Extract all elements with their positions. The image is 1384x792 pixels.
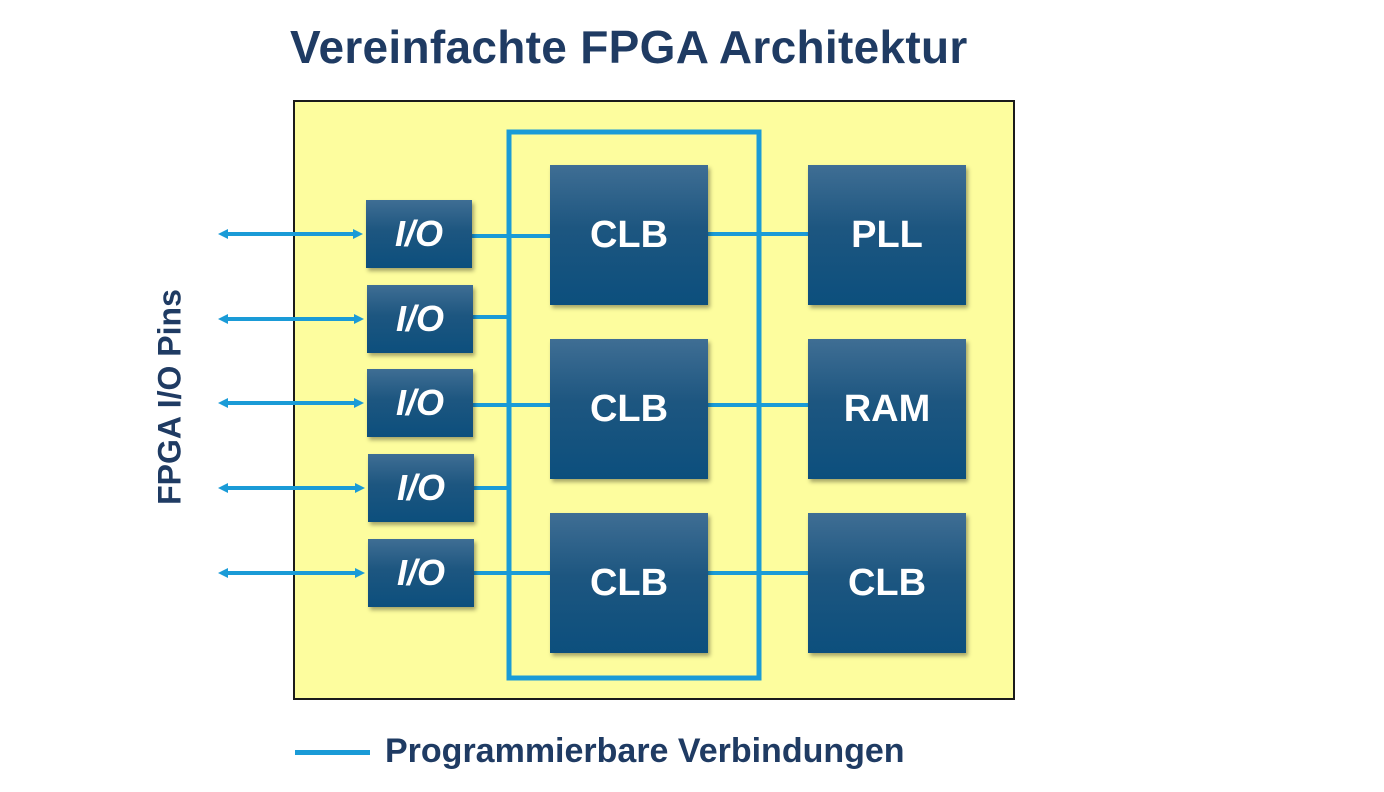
io-block: I/O: [368, 539, 474, 607]
clb-block: CLB: [550, 165, 708, 305]
clb-block: CLB: [550, 513, 708, 653]
legend-label: Programmierbare Verbindungen: [385, 732, 905, 770]
pll-block: PLL: [808, 165, 966, 305]
legend-swatch: [295, 750, 370, 755]
io-block: I/O: [367, 285, 473, 353]
io-block: I/O: [366, 200, 472, 268]
io-block: I/O: [367, 369, 473, 437]
ram-block: RAM: [808, 339, 966, 479]
io-block: I/O: [368, 454, 474, 522]
diagram-title: Vereinfachte FPGA Architektur: [290, 21, 968, 73]
clb-block: CLB: [808, 513, 966, 653]
io-pins-label: FPGA I/O Pins: [151, 289, 188, 505]
clb-block: CLB: [550, 339, 708, 479]
